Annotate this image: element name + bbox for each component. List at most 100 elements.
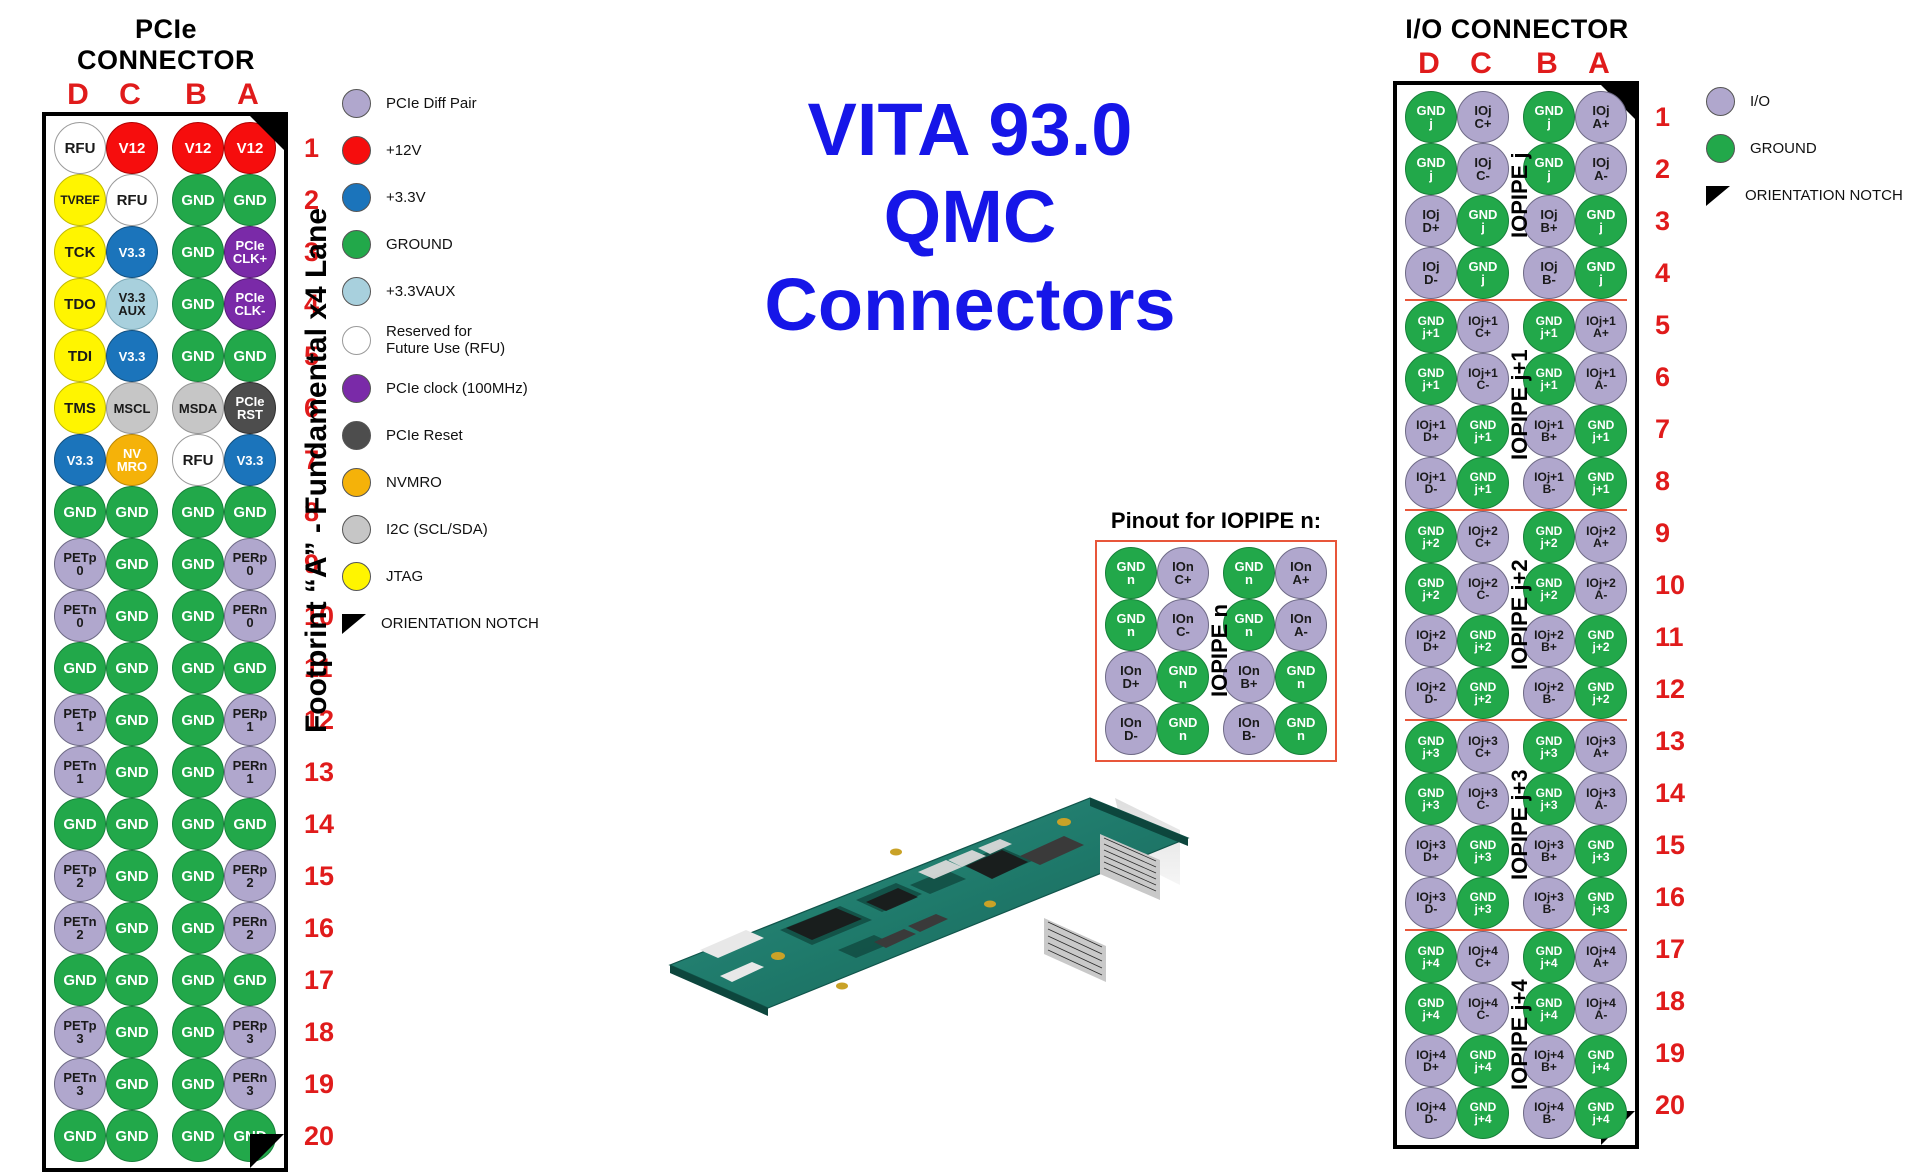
pin-B9[interactable]: GND xyxy=(172,538,224,590)
pin-C6[interactable]: MSCL xyxy=(106,382,158,434)
pin-B15[interactable]: GND xyxy=(172,850,224,902)
pin-B17[interactable]: GND xyxy=(172,954,224,1006)
pin-C17[interactable]: GND xyxy=(106,954,158,1006)
pin-C15[interactable]: GND xyxy=(106,850,158,902)
pin-A14[interactable]: GND xyxy=(224,798,276,850)
pin-D6[interactable]: TMS xyxy=(54,382,106,434)
pin-D20[interactable]: GND xyxy=(54,1110,106,1162)
pin-D8[interactable]: GND xyxy=(54,486,106,538)
pin-B18[interactable]: GND xyxy=(172,1006,224,1058)
pin-A7[interactable]: V3.3 xyxy=(224,434,276,486)
pin-B7[interactable]: RFU xyxy=(172,434,224,486)
pin-A11[interactable]: GND xyxy=(224,642,276,694)
pin-B12[interactable]: GND xyxy=(172,694,224,746)
pin-C19[interactable]: GND xyxy=(106,1058,158,1110)
pin-B16[interactable]: GND xyxy=(172,902,224,954)
pin-D5[interactable]: TDI xyxy=(54,330,106,382)
pin-C10[interactable]: GND xyxy=(106,590,158,642)
pin-D14[interactable]: GND xyxy=(54,798,106,850)
pin-D17[interactable]: GND xyxy=(54,954,106,1006)
pin-B13[interactable]: GND xyxy=(172,746,224,798)
pin-B2[interactable]: GND xyxy=(172,174,224,226)
pin-B11[interactable]: GND xyxy=(172,642,224,694)
pin-D11[interactable]: GND xyxy=(54,642,106,694)
pin-A17[interactable]: GND xyxy=(224,954,276,1006)
pin-C18[interactable]: GND xyxy=(106,1006,158,1058)
pin-B10[interactable]: GND xyxy=(172,590,224,642)
pin-B5[interactable]: GND xyxy=(172,330,224,382)
pin-D7[interactable]: V3.3 xyxy=(54,434,106,486)
pin-D2[interactable]: TVREF xyxy=(54,174,106,226)
pin-C3[interactable]: V3.3 xyxy=(106,226,158,278)
